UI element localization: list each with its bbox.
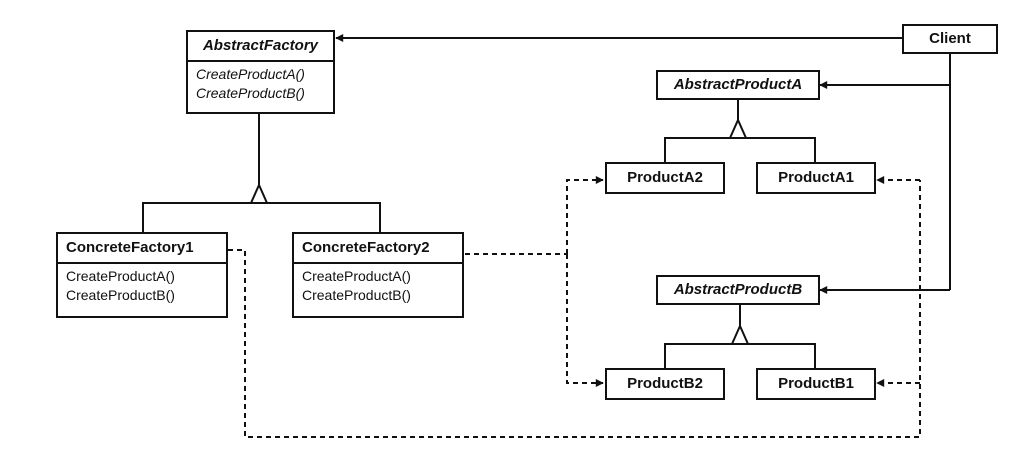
abstractfactory-class: AbstractFactory CreateProductA() CreateP… xyxy=(186,30,335,114)
concretefactory2-to-producta2 xyxy=(566,176,604,254)
producta1-name: ProductA1 xyxy=(778,169,854,186)
concretefactory2-operations: CreateProductA() CreateProductB() xyxy=(294,262,462,309)
abstractproductb-inherit-triangle xyxy=(730,323,750,345)
operation: CreateProductA() xyxy=(196,66,305,82)
productb1-class: ProductB1 xyxy=(756,368,876,400)
client-class: Client xyxy=(902,24,998,54)
concretefactory2-name: ConcreteFactory2 xyxy=(302,239,430,256)
abstractproducta-name: AbstractProductA xyxy=(673,76,803,93)
concretefactory1-class: ConcreteFactory1 CreateProductA() Create… xyxy=(56,232,228,318)
concretefactory2-class: ConcreteFactory2 CreateProductA() Create… xyxy=(292,232,464,318)
operation: CreateProductB() xyxy=(196,85,305,101)
client-name: Client xyxy=(929,30,971,47)
productb2-name: ProductB2 xyxy=(627,375,703,392)
abstractfactory-name: AbstractFactory xyxy=(202,37,319,54)
abstractfactory-inherit-triangle xyxy=(249,182,269,204)
producta2-class: ProductA2 xyxy=(605,162,725,194)
abstractproductb-inherit-branch xyxy=(664,343,816,368)
operation: CreateProductA() xyxy=(66,268,175,284)
abstractproductb-class: AbstractProductB xyxy=(656,275,820,305)
operation: CreateProductB() xyxy=(302,287,411,303)
operation: CreateProductB() xyxy=(66,287,175,303)
productb2-class: ProductB2 xyxy=(605,368,725,400)
producta1-class: ProductA1 xyxy=(756,162,876,194)
abstractproducta-class: AbstractProductA xyxy=(656,70,820,100)
abstractproductb-name: AbstractProductB xyxy=(673,281,803,298)
concretefactory1-operations: CreateProductA() CreateProductB() xyxy=(58,262,226,309)
abstractproducta-inherit-branch xyxy=(664,137,816,162)
concretefactory2-to-productb2 xyxy=(566,254,604,387)
concretefactory1-name: ConcreteFactory1 xyxy=(66,239,194,256)
abstractfactory-operations: CreateProductA() CreateProductB() xyxy=(188,60,333,107)
productb1-name: ProductB1 xyxy=(778,375,854,392)
concretefactory1-dependency-line xyxy=(228,180,921,438)
abstractproducta-inherit-triangle xyxy=(728,117,748,139)
abstractfactory-inherit-branch xyxy=(142,202,381,232)
producta2-name: ProductA2 xyxy=(627,169,703,186)
operation: CreateProductA() xyxy=(302,268,411,284)
